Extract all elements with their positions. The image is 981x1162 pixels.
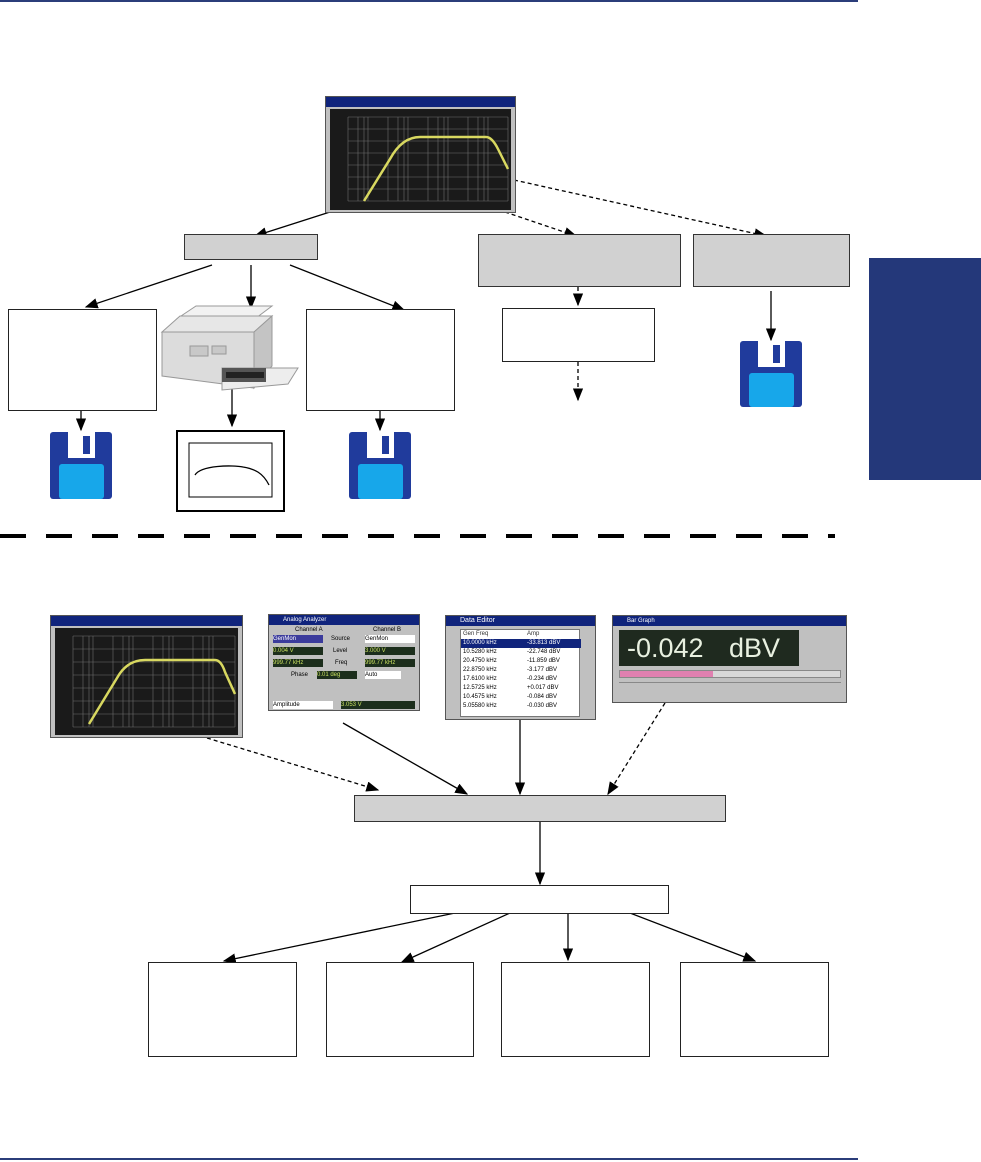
arrow-graph2-to-bar	[206, 737, 380, 792]
channel-a-label: Channel A	[295, 627, 323, 633]
analyzer-panel-window[interactable]: Analog Analyzer Channel A Channel B GenM…	[268, 614, 420, 711]
phase-value: 0.01 deg	[317, 671, 357, 679]
cell-amp: -11.859 dBV	[527, 658, 560, 664]
file-box-right	[306, 309, 455, 411]
meter-reading: -0.042	[627, 633, 704, 663]
channel-a-level: 0.004 V	[273, 647, 323, 655]
footer-rule	[0, 1158, 858, 1160]
response-graph	[330, 109, 511, 210]
header-rule	[0, 0, 858, 2]
channel-a-source-select[interactable]: GenMon	[273, 635, 323, 643]
bar-meter-titlebar[interactable]: Bar Graph	[613, 616, 846, 626]
cell-freq: 12.5725 kHz	[463, 685, 497, 691]
floppy-disk-icon	[740, 341, 802, 407]
meter-scale	[619, 682, 841, 683]
channel-b-level: 3.000 V	[365, 647, 415, 655]
table-row[interactable]: 10.4575 kHz -0.084 dBV	[461, 693, 581, 702]
floppy-disk-icon	[349, 432, 411, 499]
data-editor-rows: 10.0000 kHz -33.813 dBV 10.5280 kHz -22.748…	[461, 639, 581, 711]
column-header-amp: Amp	[527, 631, 540, 637]
table-row[interactable]: 5.05580 kHz -0.030 dBV	[461, 702, 581, 711]
data-editor-window[interactable]: Data Editor Gen Freq Amp 10.0000 kHz -33.…	[445, 615, 596, 720]
channel-b-source-select[interactable]: GenMon	[365, 635, 415, 643]
cell-freq: 10.5280 kHz	[463, 649, 497, 655]
cell-freq: 10.4575 kHz	[463, 694, 497, 700]
phase-label: Phase	[291, 672, 309, 678]
file-box-left	[8, 309, 157, 411]
arrow-panel-to-bar	[342, 722, 469, 795]
output-box-top-middle	[478, 234, 681, 287]
meter-bar-track	[619, 670, 841, 678]
freq-label: Freq	[335, 660, 348, 666]
channel-a-freq: 999.77 kHz	[273, 659, 323, 667]
cell-freq: 17.6100 kHz	[463, 676, 497, 682]
table-row[interactable]: 10.0000 kHz -33.813 dBV	[461, 639, 581, 648]
table-row[interactable]: 10.5280 kHz -22.748 dBV	[461, 648, 581, 657]
data-editor-titlebar[interactable]: Data Editor	[446, 616, 595, 626]
cell-freq: 10.0000 kHz	[463, 640, 497, 646]
arrow-graph-to-mid	[504, 211, 578, 238]
cell-amp: -0.030 dBV	[527, 703, 558, 709]
analyzer-panel-titlebar[interactable]: Analog Analyzer	[269, 615, 419, 625]
channel-b-label: Channel B	[373, 627, 402, 633]
cell-amp: +0.017 dBV	[527, 685, 559, 691]
output-box-top-left	[184, 234, 318, 260]
cell-amp: -33.813 dBV	[527, 640, 561, 646]
arrow-graph-to-box	[253, 211, 331, 238]
graph-window-bottom[interactable]	[50, 615, 243, 738]
output-box-top-right	[693, 234, 850, 287]
function-select[interactable]: Amplitude	[273, 701, 333, 709]
data-editor-grid[interactable]: Gen Freq Amp 10.0000 kHz -33.813 dBV 10.52…	[460, 629, 581, 717]
process-box-middle	[502, 308, 655, 362]
function-value: 3.053 V	[341, 701, 415, 709]
cell-amp: -3.177 dBV	[527, 667, 558, 673]
channel-b-freq: 999.77 kHz	[365, 659, 415, 667]
result-box-4	[680, 962, 829, 1057]
arrow-meter-to-bar	[607, 702, 666, 796]
result-box-2	[326, 962, 474, 1057]
level-label: Level	[333, 648, 348, 654]
table-row[interactable]: 20.4750 kHz -11.859 dBV	[461, 657, 581, 666]
graph-window-titlebar[interactable]	[51, 616, 242, 626]
result-box-1	[148, 962, 297, 1057]
bar-meter-window[interactable]: Bar Graph -0.042 dBV	[612, 615, 847, 703]
graph-window-titlebar[interactable]	[326, 97, 515, 107]
collector-bar	[354, 795, 726, 822]
arrow-to-box-d	[629, 912, 757, 962]
printed-output-icon	[176, 430, 285, 512]
phase-mode-select[interactable]: Auto	[365, 671, 401, 679]
arrow-to-box-b	[400, 912, 511, 963]
table-row[interactable]: 12.5725 kHz +0.017 dBV	[461, 684, 581, 693]
selection-box	[410, 885, 669, 914]
cell-amp: -22.748 dBV	[527, 649, 561, 655]
arrow-to-left-box	[84, 264, 213, 309]
cell-freq: 22.8750 kHz	[463, 667, 497, 673]
meter-unit: dBV	[729, 633, 781, 663]
arrow-graph-to-right	[513, 179, 768, 239]
floppy-disk-icon	[50, 432, 112, 499]
source-label: Source	[331, 636, 351, 642]
table-row[interactable]: 17.6100 kHz -0.234 dBV	[461, 675, 581, 684]
graph-window-top[interactable]	[325, 96, 516, 213]
response-graph	[55, 628, 238, 735]
cell-freq: 5.05580 kHz	[463, 703, 497, 709]
table-row[interactable]: 22.8750 kHz -3.177 dBV	[461, 666, 581, 675]
meter-display	[619, 630, 799, 666]
column-header-freq: Gen Freq	[463, 631, 489, 637]
printer-icon	[160, 305, 299, 391]
chapter-tab	[869, 258, 981, 480]
arrow-to-right-box	[289, 264, 406, 311]
meter-bar-fill	[620, 671, 713, 677]
result-box-3	[501, 962, 650, 1057]
arrow-to-box-a	[222, 912, 456, 964]
cell-freq: 20.4750 kHz	[463, 658, 497, 664]
cell-amp: -0.234 dBV	[527, 676, 558, 682]
cell-amp: -0.084 dBV	[527, 694, 558, 700]
